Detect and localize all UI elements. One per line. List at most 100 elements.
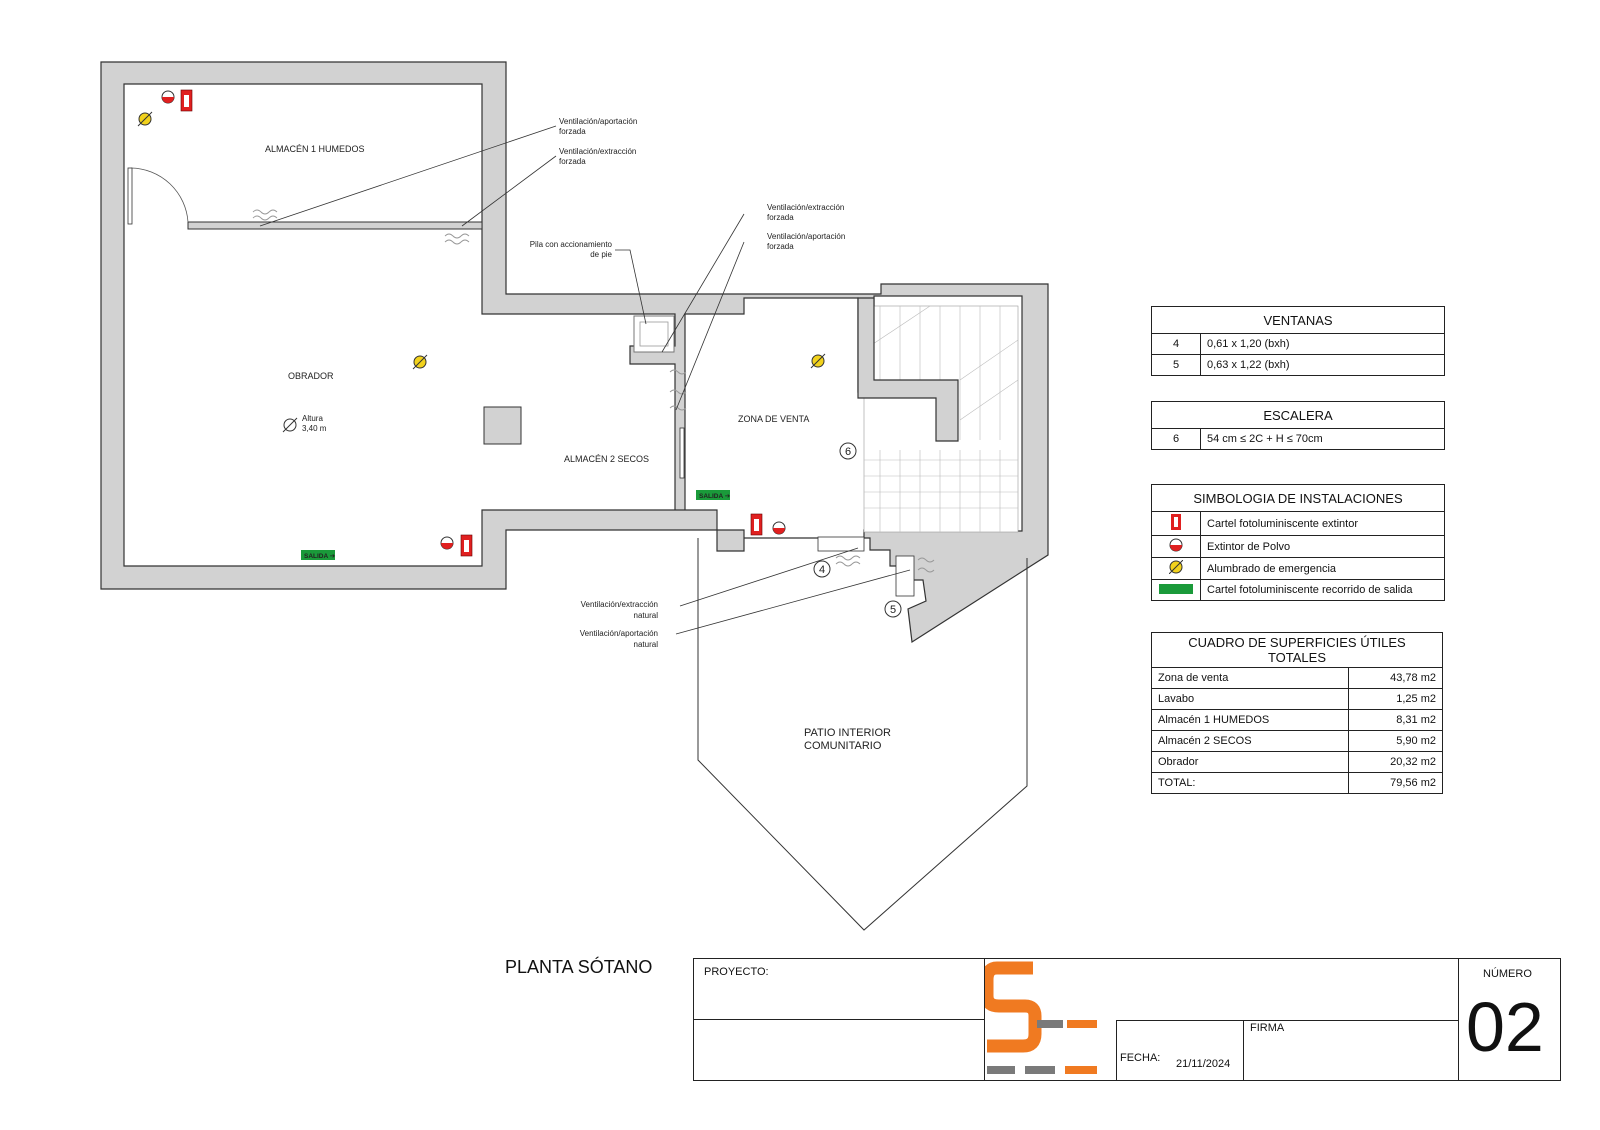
symbol-label: Alumbrado de emergencia (1200, 557, 1445, 580)
surface-label: Lavabo (1150, 688, 1350, 710)
callout-vent-aport-forzada-2-b: forzada (767, 242, 794, 251)
ventana-id: 4 (1151, 333, 1201, 355)
surface-value: 5,90 m2 (1348, 730, 1443, 752)
altura-line2: 3,40 m (302, 424, 327, 433)
callout-vent-extr-natural-b: natural (634, 611, 659, 620)
surface-label: Zona de venta (1150, 667, 1350, 689)
height-marker-icon (282, 417, 298, 433)
callout-vent-aport-forzada-1-a: Ventilación/aportación (559, 117, 637, 126)
callout-vent-aport-forzada-2-a: Ventilación/aportación (767, 232, 845, 241)
sink-basin (639, 321, 669, 347)
callout-vent-aport-natural-a: Ventilación/aportación (580, 629, 658, 638)
callout-vent-extr-forzada-2-a: Ventilación/extracción (767, 203, 844, 212)
stair-core-wall (857, 297, 959, 442)
room-label-patio-1: PATIO INTERIOR (804, 727, 891, 739)
fecha-label: FECHA: (1120, 1052, 1161, 1064)
callout-vent-extr-natural-a: Ventilación/extracción (581, 600, 658, 609)
altura-line1: Altura (302, 414, 323, 423)
room-label-patio-2: COMUNITARIO (804, 740, 882, 752)
proyecto-bottom-cell (693, 1019, 985, 1081)
escalera-value: 54 cm ≤ 2C + H ≤ 70cm (1200, 428, 1445, 450)
marker-6: 6 (845, 446, 851, 458)
table-row: Extintor de Polvo (1151, 535, 1445, 558)
ventana-value: 0,61 x 1,20 (bxh) (1200, 333, 1445, 355)
escalera-title: ESCALERA (1151, 401, 1445, 429)
window-5 (895, 555, 915, 597)
exit-sign-icon (1151, 579, 1201, 601)
leader-lines (259, 125, 911, 635)
callout-pila-b: de pie (590, 250, 612, 259)
fecha-cell (1116, 1020, 1244, 1081)
exit-sign-label: SALIDA ➔ (699, 493, 731, 500)
door-swing (130, 167, 189, 223)
room-label-obrador: OBRADOR (288, 371, 334, 381)
proyecto-cell (693, 958, 985, 1020)
superficies-title: CUADRO DE SUPERFICIES ÚTILES TOTALES (1151, 632, 1443, 668)
emergency-light-icon (137, 111, 826, 370)
surface-label: Almacén 1 HUMEDOS (1150, 709, 1350, 731)
surface-label: TOTAL: (1150, 772, 1350, 794)
extinguisher-sign-icon (180, 89, 763, 557)
room-label-zona-venta: ZONA DE VENTA (738, 414, 809, 424)
door-leaf (127, 167, 133, 225)
ventana-value: 0,63 x 1,22 (bxh) (1200, 354, 1445, 376)
callout-vent-aport-natural-b: natural (634, 640, 659, 649)
plan-title: PLANTA SÓTANO (505, 957, 653, 977)
column (483, 406, 522, 445)
callout-vent-extr-forzada-2-b: forzada (767, 213, 794, 222)
simbologia-title: SIMBOLOGIA DE INSTALACIONES (1151, 484, 1445, 512)
partition-zona-venta (679, 427, 685, 479)
firma-cell (1243, 1020, 1459, 1081)
callout-vent-extr-forzada-1-b: forzada (559, 157, 586, 166)
exit-sign-label: SALIDA ➔ (304, 553, 336, 560)
extinguisher-sign-icon (1151, 511, 1201, 536)
company-logo (985, 961, 1097, 1074)
surface-label: Obrador (1150, 751, 1350, 773)
surface-value: 20,32 m2 (1348, 751, 1443, 773)
marker-circles (813, 442, 902, 618)
patio-outline (697, 538, 1028, 931)
window-4 (817, 536, 865, 552)
table-row: 6 54 cm ≤ 2C + H ≤ 70cm (1151, 428, 1445, 450)
symbol-label: Cartel fotoluminiscente recorrido de sal… (1200, 579, 1445, 601)
superficies-table: CUADRO DE SUPERFICIES ÚTILES TOTALES Zon… (1150, 632, 1443, 794)
vent-symbols (252, 209, 935, 573)
simbologia-table: SIMBOLOGIA DE INSTALACIONES Cartel fotol… (1151, 484, 1445, 601)
ventana-id: 5 (1151, 354, 1201, 376)
exit-sign-icon (301, 490, 730, 560)
surface-value: 43,78 m2 (1348, 667, 1443, 689)
callout-vent-aport-forzada-1-b: forzada (559, 127, 586, 136)
table-row: 4 0,61 x 1,20 (bxh) (1151, 333, 1445, 355)
symbol-label: Extintor de Polvo (1200, 535, 1445, 558)
table-row: 5 0,63 x 1,22 (bxh) (1151, 354, 1445, 376)
ventanas-title: VENTANAS (1151, 306, 1445, 334)
table-row: Cartel fotoluminiscente recorrido de sal… (1151, 579, 1445, 601)
table-row: Cartel fotoluminiscente extintor (1151, 511, 1445, 536)
table-row: TOTAL:79,56 m2 (1150, 772, 1443, 794)
powder-extinguisher-icon (1151, 535, 1201, 558)
surface-label: Almacén 2 SECOS (1150, 730, 1350, 752)
fecha-value: 21/11/2024 (1176, 1058, 1231, 1070)
marker-5: 5 (890, 604, 896, 616)
room-label-almacen2: ALMACÉN 2 SECOS (564, 454, 649, 464)
symbol-label: Cartel fotoluminiscente extintor (1200, 511, 1445, 536)
table-row: Alumbrado de emergencia (1151, 557, 1445, 580)
surface-value: 1,25 m2 (1348, 688, 1443, 710)
escalera-table: ESCALERA 6 54 cm ≤ 2C + H ≤ 70cm (1151, 401, 1445, 450)
proyecto-label: PROYECTO: (704, 966, 769, 978)
ventanas-table: VENTANAS 4 0,61 x 1,20 (bxh) 5 0,63 x 1,… (1151, 306, 1445, 376)
stair-area (863, 305, 1019, 533)
numero-cell (1458, 958, 1561, 1081)
emergency-light-icon (1151, 557, 1201, 580)
numero-value: 02 (1466, 988, 1544, 1066)
numero-label: NÚMERO (1483, 968, 1532, 980)
powder-extinguisher-icon (161, 90, 786, 550)
marker-4: 4 (819, 564, 825, 576)
firma-label: FIRMA (1250, 1022, 1285, 1034)
